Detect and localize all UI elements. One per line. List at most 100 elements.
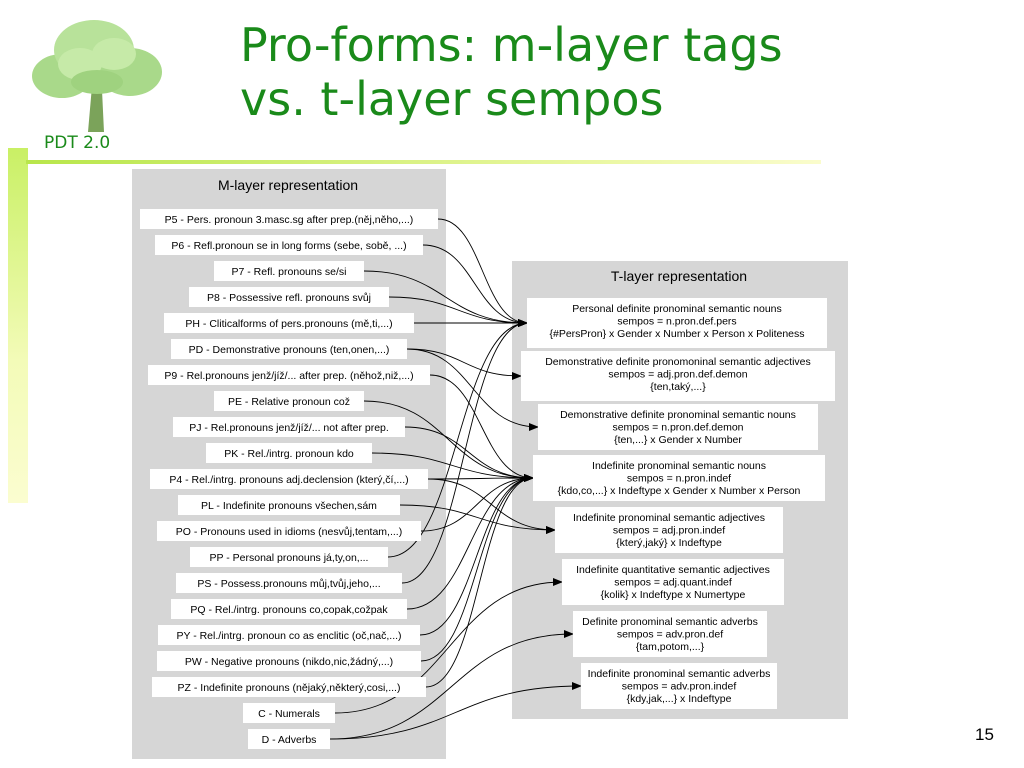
t-node-line: sempos = n.pron.def.pers — [617, 316, 736, 328]
t-node-4: Indefinite pronominal semantic nounssemp… — [533, 455, 825, 501]
t-node-2: Demonstrative definite pronomoninal sema… — [521, 351, 835, 401]
t-node-line: sempos = adv.pron.def — [617, 629, 723, 641]
edge-8 — [429, 374, 534, 482]
decorative-horizontal-bar — [26, 160, 821, 164]
m-node-box — [171, 599, 407, 619]
edge-22 — [334, 578, 563, 714]
edge-15 — [420, 474, 534, 532]
m-node-box — [164, 313, 414, 333]
m-node-15: PS - Possess.pronouns můj,tvůj,jeho,... — [176, 573, 402, 593]
m-node-1: P5 - Pers. pronoun 3.masc.sg after prep.… — [140, 209, 438, 229]
edge-10 — [404, 426, 534, 482]
m-node-label: P9 - Rel.pronouns jenž/jíž/... after pre… — [164, 370, 413, 382]
m-node-17: PY - Rel./intrg. pronoun co as enclitic … — [158, 625, 420, 645]
m-node-label: C - Numerals — [258, 708, 320, 720]
t-node-line: Indefinite pronominal semantic adverbs — [588, 668, 771, 680]
t-node-line: {#PersPron} x Gender x Number x Person x… — [549, 328, 804, 340]
t-node-line: {který,jaký} x Indeftype — [616, 537, 722, 549]
m-node-14: PP - Personal pronouns já,ty,on,... — [190, 547, 388, 567]
m-node-box — [214, 261, 364, 281]
t-node-7: Definite pronominal semantic adverbssemp… — [573, 611, 767, 657]
logo-label: PDT 2.0 — [44, 133, 111, 153]
t-node-line: {kolik} x Indeftype x Numertype — [601, 589, 746, 601]
t-node-line: Demonstrative definite pronomoninal sema… — [545, 356, 811, 368]
edge-20 — [420, 474, 534, 662]
m-node-box — [158, 625, 420, 645]
m-node-label: PK - Rel./intrg. pronoun kdo — [224, 448, 354, 460]
m-node-box — [148, 365, 430, 385]
m-node-box — [190, 547, 388, 567]
m-node-box — [189, 287, 389, 307]
m-node-11: P4 - Rel./intrg. pronouns adj.declension… — [150, 469, 428, 489]
m-node-label: PY - Rel./intrg. pronoun co as enclitic … — [176, 630, 401, 642]
m-node-box — [178, 495, 400, 515]
t-node-3: Demonstrative definite pronominal semant… — [538, 404, 818, 450]
m-node-box — [155, 235, 423, 255]
m-node-4: P8 - Possessive refl. pronouns svůj — [189, 287, 389, 307]
t-node-line: sempos = n.pron.def.demon — [612, 422, 743, 434]
m-node-8: PE - Relative pronoun což — [214, 391, 364, 411]
edge-23 — [329, 630, 574, 740]
m-node-16: PQ - Rel./intrg. pronouns co,copak,cožpa… — [171, 599, 407, 619]
t-node-line: {kdo,co,...} x Indeftype x Gender x Numb… — [558, 485, 801, 497]
decorative-vertical-bar — [8, 148, 28, 503]
t-node-1: Personal definite pronominal semantic no… — [527, 298, 827, 348]
title-line-1: Pro-forms: m-layer tags — [240, 18, 783, 72]
edge-6 — [406, 348, 522, 380]
m-node-12: PL - Indefinite pronouns všechen,sám — [178, 495, 400, 515]
t-node-line: sempos = adj.quant.indef — [614, 577, 732, 589]
m-node-box — [140, 209, 438, 229]
m-node-box — [214, 391, 364, 411]
t-node-box — [573, 611, 767, 657]
t-node-line: {ten,...} x Gender x Number — [614, 434, 742, 446]
edge-17 — [401, 319, 528, 584]
m-node-label: P4 - Rel./intrg. pronouns adj.declension… — [169, 474, 408, 486]
m-node-18: PW - Negative pronouns (nikdo,nic,žádný,… — [157, 651, 421, 671]
t-node-line: sempos = adv.pron.indef — [622, 681, 737, 693]
edges-layer — [329, 218, 582, 740]
t-node-line: {kdy,jak,...} x Indeftype — [627, 693, 732, 705]
m-node-box — [150, 469, 428, 489]
m-node-label: PS - Possess.pronouns můj,tvůj,jeho,... — [197, 578, 380, 590]
m-nodes-layer: P5 - Pers. pronoun 3.masc.sg after prep.… — [140, 209, 438, 749]
page-number: 15 — [975, 725, 994, 744]
m-node-label: P5 - Pers. pronoun 3.masc.sg after prep.… — [165, 214, 414, 226]
t-node-box — [555, 507, 783, 553]
edge-21 — [425, 474, 534, 688]
t-node-box — [538, 404, 818, 450]
m-layer-title: M-layer representation — [218, 177, 358, 193]
m-node-21: D - Adverbs — [248, 729, 330, 749]
t-node-box — [527, 298, 827, 348]
m-node-label: PW - Negative pronouns (nikdo,nic,žádný,… — [185, 656, 393, 668]
m-node-box — [152, 677, 426, 697]
m-node-label: PQ - Rel./intrg. pronouns co,copak,cožpa… — [190, 604, 388, 616]
t-node-line: Indefinite quantitative semantic adjecti… — [576, 564, 770, 576]
slide-title: Pro-forms: m-layer tags vs. t-layer semp… — [240, 18, 1000, 126]
edge-12 — [427, 474, 534, 483]
t-node-5: Indefinite pronominal semantic adjective… — [555, 507, 783, 553]
edge-16 — [387, 319, 528, 558]
m-node-5: PH - Cliticalforms of pers.pronouns (mě,… — [164, 313, 414, 333]
title-line-2: vs. t-layer sempos — [240, 72, 664, 126]
m-node-box — [206, 443, 372, 463]
edge-11 — [371, 452, 534, 482]
edge-7 — [406, 348, 539, 431]
m-node-box — [157, 521, 421, 541]
m-node-label: PJ - Rel.pronouns jenž/jíž/... not after… — [189, 422, 389, 434]
m-node-13: PO - Pronouns used in idioms (nesvůj,ten… — [157, 521, 421, 541]
edge-2 — [422, 244, 528, 327]
t-node-box — [562, 559, 784, 605]
t-node-8: Indefinite pronominal semantic adverbsse… — [581, 663, 777, 709]
edge-4 — [388, 296, 528, 327]
m-node-label: D - Adverbs — [262, 734, 317, 746]
t-node-box — [533, 455, 825, 501]
m-node-label: PD - Demonstrative pronouns (ten,onen,..… — [189, 344, 390, 356]
t-nodes-layer: Personal definite pronominal semantic no… — [521, 298, 835, 709]
t-layer-title: T-layer representation — [611, 268, 747, 284]
m-node-box — [157, 651, 421, 671]
edge-9 — [363, 400, 534, 482]
t-node-line: {tam,potom,...} — [636, 641, 705, 653]
m-node-box — [243, 703, 335, 723]
m-node-label: P6 - Refl.pronoun se in long forms (sebe… — [171, 240, 406, 252]
